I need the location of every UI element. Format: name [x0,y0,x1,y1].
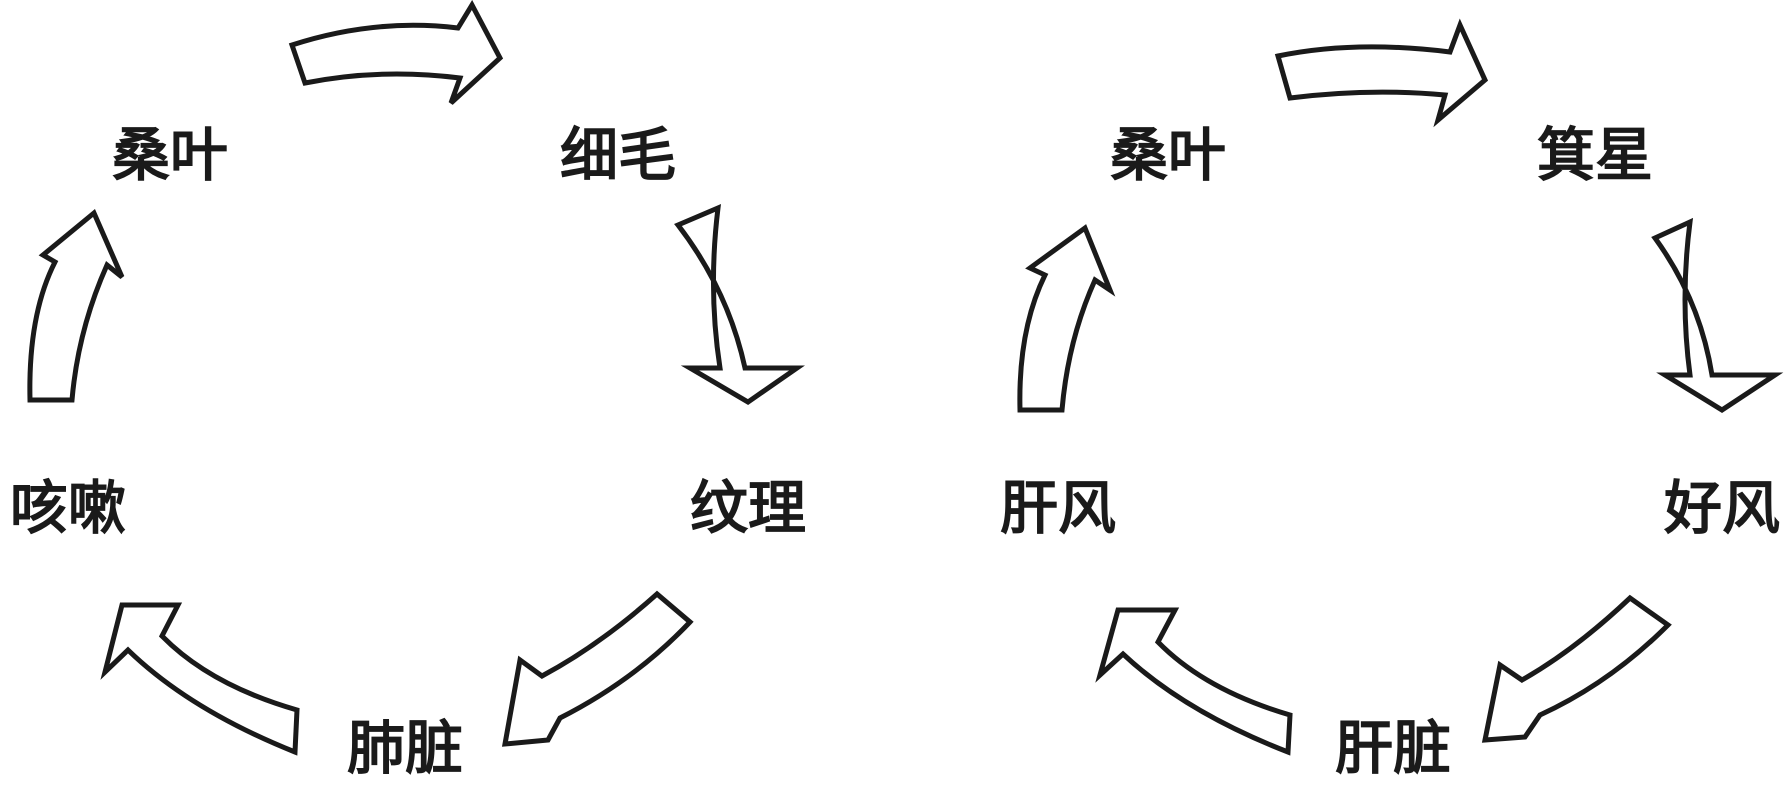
left-arrow-1-to-2 [288,0,504,105]
right-node-5: 肝风 [1000,474,1116,542]
right-node-3: 好风 [1663,474,1780,542]
left-node-2: 细毛 [560,121,676,189]
right-arrow-4-to-5 [1095,607,1293,756]
right-node-1: 桑叶 [1110,121,1226,189]
right-node-4: 肝脏 [1335,714,1451,782]
left-node-3: 纹理 [690,474,806,542]
left-node-1: 桑叶 [112,121,228,189]
left-arrow-2-to-3 [674,204,805,405]
left-cycle: 桑叶 细毛 纹理 肺脏 咳嗽 [10,0,806,782]
left-node-5: 咳嗽 [10,474,126,542]
right-arrow-2-to-3 [1651,217,1784,413]
right-arrow-3-to-4 [1481,594,1672,743]
right-arrow-1-to-2 [1274,18,1489,128]
right-node-2: 箕星 [1537,121,1653,189]
left-arrow-4-to-5 [100,602,300,756]
right-arrow-5-to-1 [1017,224,1116,413]
left-arrow-3-to-4 [501,590,694,747]
left-node-4: 肺脏 [347,714,463,782]
left-arrow-5-to-1 [27,208,125,403]
right-cycle: 桑叶 箕星 好风 肝脏 肝风 [1000,18,1784,782]
